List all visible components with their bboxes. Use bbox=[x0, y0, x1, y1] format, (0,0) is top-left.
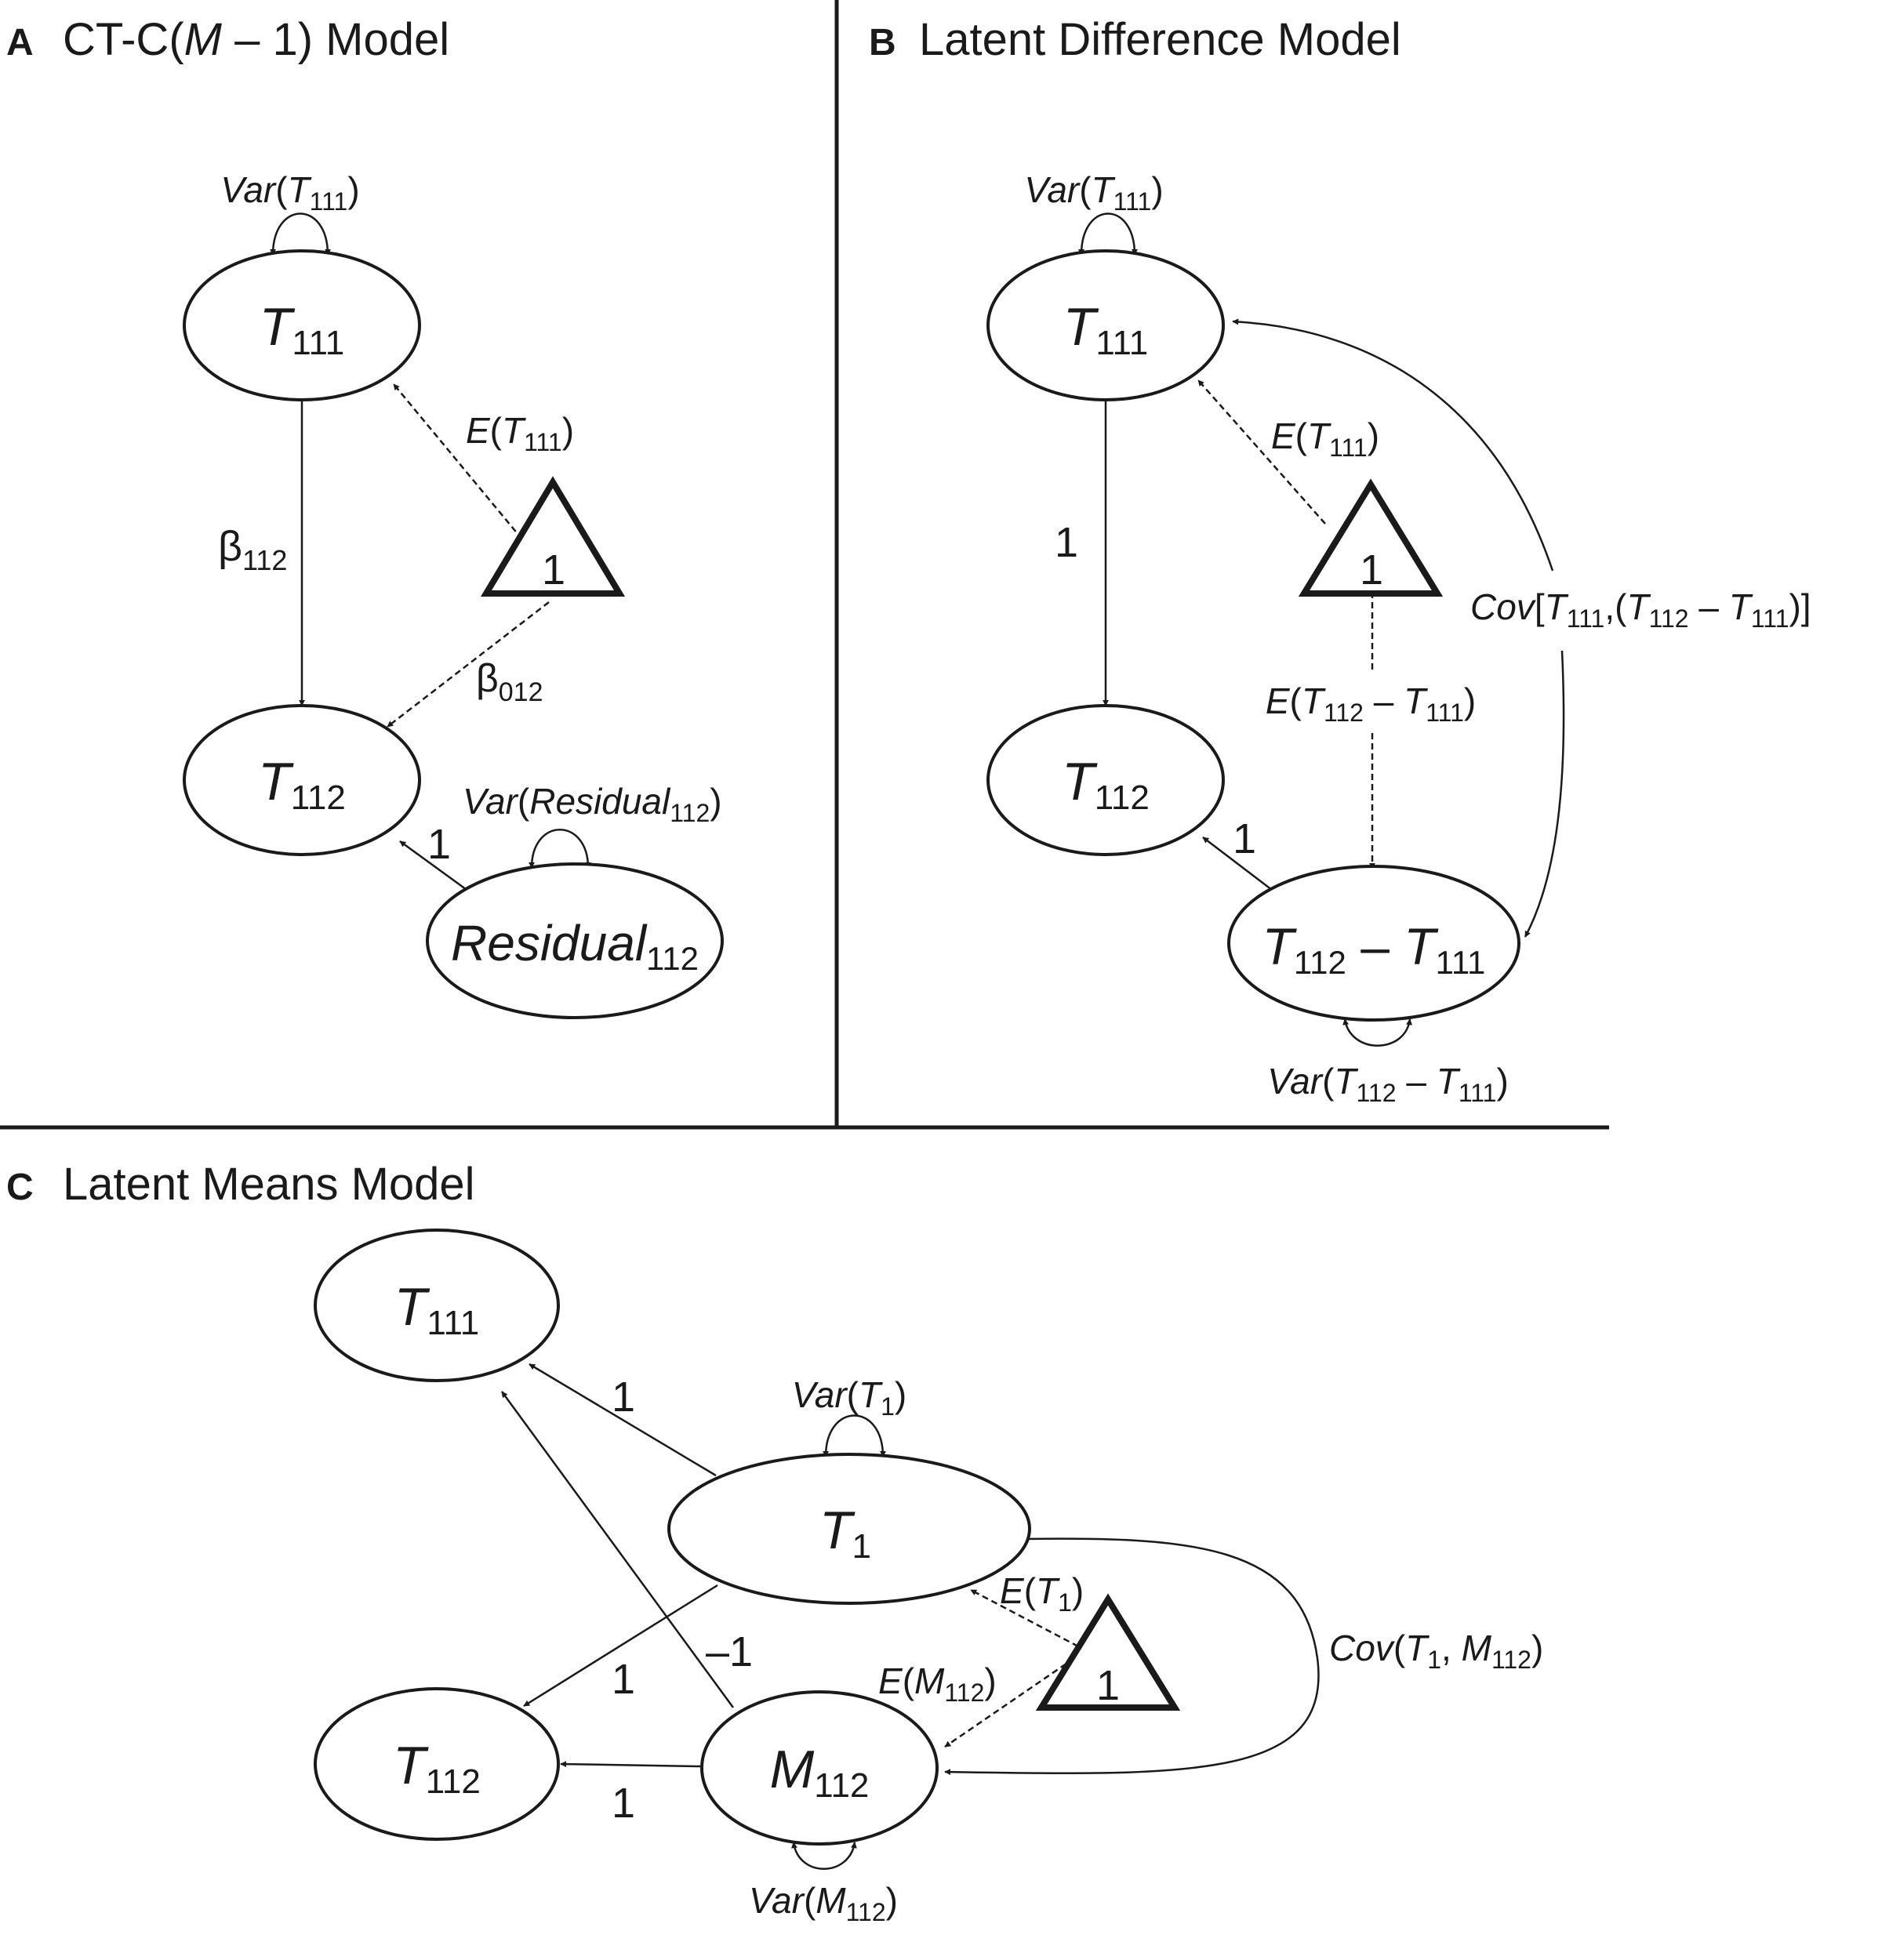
label-b-var-t111: Var(T111) bbox=[1024, 169, 1163, 216]
edge-c-cov-lower bbox=[944, 1657, 1320, 1776]
label-c-load-m-t111: –1 bbox=[706, 1628, 753, 1675]
edge-b-diff-to-t112 bbox=[1202, 837, 1273, 891]
node-c-m112-label: M112 bbox=[770, 1740, 870, 1805]
label-b-load-diff-t112: 1 bbox=[1233, 815, 1256, 862]
edge-a-triangle-to-t112 bbox=[387, 601, 550, 728]
label-c-load-m-t112: 1 bbox=[612, 1780, 635, 1827]
panel-a-title: CT-C(M – 1) Model bbox=[63, 14, 449, 65]
node-b-triangle-label: 1 bbox=[1360, 546, 1383, 593]
label-a-beta012: β012 bbox=[476, 656, 543, 707]
label-b-e-diff: E(T112 – T111) bbox=[1266, 681, 1476, 727]
node-a-t112-label: T112 bbox=[258, 752, 346, 817]
edge-c-var-m112 bbox=[790, 1842, 857, 1870]
node-a-residual bbox=[426, 862, 724, 1019]
node-a-t112 bbox=[183, 704, 421, 856]
edge-c-m112-to-t111 bbox=[500, 1391, 735, 1708]
edge-c-triangle-to-m112 bbox=[944, 1657, 1075, 1748]
node-c-t111 bbox=[314, 1229, 560, 1382]
label-c-e-m112: E(M112) bbox=[878, 1661, 997, 1707]
node-a-triangle-label: 1 bbox=[542, 546, 565, 593]
node-c-t112-label: T112 bbox=[393, 1736, 481, 1801]
edge-a-residual-to-t112 bbox=[399, 840, 470, 893]
label-a-load-residual: 1 bbox=[427, 821, 451, 868]
edge-c-m112-to-t112 bbox=[560, 1761, 701, 1768]
edge-b-triangle-to-t111 bbox=[1197, 379, 1326, 524]
label-c-var-t1: Var(T1) bbox=[792, 1374, 906, 1421]
node-a-constant-triangle bbox=[480, 476, 626, 597]
edge-c-var-t1 bbox=[823, 1414, 886, 1457]
label-a-beta112: β112 bbox=[218, 523, 287, 576]
node-b-constant-triangle bbox=[1298, 478, 1444, 597]
label-c-load-t1-t111: 1 bbox=[612, 1374, 635, 1421]
node-b-diff-label: T112 – T111 bbox=[1262, 917, 1486, 981]
panel-b: B Latent Difference Model T111 T112 T112… bbox=[869, 14, 1811, 1107]
label-c-var-m112: Var(M112) bbox=[749, 1880, 898, 1926]
label-c-cov: Cov(T1, M112) bbox=[1329, 1628, 1543, 1674]
node-b-t111 bbox=[986, 249, 1225, 401]
edge-a-triangle-to-t111 bbox=[393, 383, 523, 540]
edge-c-cov-upper bbox=[1023, 1535, 1319, 1659]
node-c-m112 bbox=[700, 1690, 939, 1846]
node-b-t112 bbox=[986, 704, 1225, 856]
edge-c-t1-to-t111 bbox=[529, 1363, 717, 1477]
panel-c-title: Latent Means Model bbox=[63, 1159, 475, 1210]
node-c-t111-label: T111 bbox=[394, 1277, 479, 1342]
node-c-t1 bbox=[667, 1453, 1031, 1605]
node-b-t112-label: T112 bbox=[1062, 752, 1150, 817]
panel-c: C Latent Means Model T111 T112 T1 M112 1… bbox=[6, 1159, 1543, 1926]
edge-b-var-t111 bbox=[1078, 212, 1138, 256]
edge-b-cov-lower bbox=[1524, 650, 1565, 938]
label-c-e-t1: E(T1) bbox=[1000, 1570, 1084, 1617]
panel-b-title: Latent Difference Model bbox=[919, 14, 1401, 65]
label-c-load-t1-t112: 1 bbox=[612, 1656, 635, 1703]
label-b-cov: Cov[T111,(T112 – T111)] bbox=[1470, 586, 1811, 633]
panel-a-letter: A bbox=[6, 22, 34, 64]
node-c-constant-triangle bbox=[1035, 1593, 1181, 1711]
label-b-e-t111: E(T111) bbox=[1271, 416, 1379, 462]
edge-b-var-diff bbox=[1342, 1018, 1413, 1047]
edge-c-t1-to-t112 bbox=[523, 1584, 718, 1708]
edge-b-cov-upper bbox=[1232, 318, 1554, 572]
edge-a-var-t111 bbox=[270, 212, 331, 256]
node-c-triangle-label: 1 bbox=[1096, 1662, 1120, 1709]
label-b-var-diff: Var(T112 – T111) bbox=[1267, 1061, 1509, 1107]
panel-a: A CT-C(M – 1) Model T111 T112 Residual11… bbox=[6, 14, 724, 1019]
panel-b-letter: B bbox=[869, 22, 896, 64]
node-c-t1-label: T1 bbox=[819, 1501, 871, 1566]
label-b-load-t111-t112: 1 bbox=[1055, 519, 1078, 566]
edge-a-var-residual bbox=[529, 829, 591, 869]
label-a-var-residual: Var(Residual112) bbox=[463, 781, 722, 827]
node-a-residual-label: Residual112 bbox=[451, 915, 699, 977]
node-a-t111-label: T111 bbox=[260, 297, 344, 362]
node-b-t111-label: T111 bbox=[1063, 297, 1148, 362]
panel-c-letter: C bbox=[6, 1167, 34, 1208]
label-a-e-t111: E(T111) bbox=[466, 410, 574, 456]
node-a-t111 bbox=[183, 249, 421, 401]
label-a-var-t111: Var(T111) bbox=[220, 169, 359, 216]
node-c-t112 bbox=[314, 1687, 560, 1841]
node-b-diff bbox=[1227, 865, 1520, 1022]
